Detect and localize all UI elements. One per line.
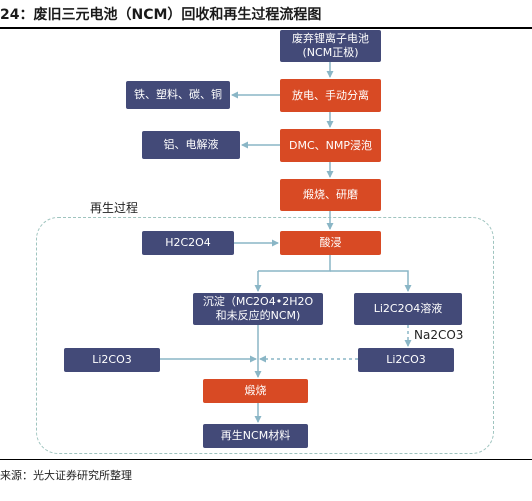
node-dmc-leach: DMC、NMP浸泡 [280,129,381,162]
node-iron-plastic: 铁、塑料、碳、铜 [126,81,230,109]
node-regenerated-ncm: 再生NCM材料 [203,424,308,448]
regeneration-label: 再生过程 [90,201,139,215]
node-aluminum: 铝、电解液 [142,131,240,159]
regeneration-region [36,217,494,454]
node-li2co3-right: Li2CO3 [358,348,454,372]
node-waste-battery-line2: (NCM正极) [302,46,359,59]
node-waste-battery: 废弃锂离子电池 (NCM正极) [280,30,381,62]
node-precipitate-line2: 和未反应的NCM) [215,309,301,322]
node-waste-battery-line1: 废弃锂离子电池 [292,32,369,45]
node-h2c2o4: H2C2O4 [142,231,234,255]
node-acid-leach: 酸浸 [280,231,381,255]
figure-title: 24：废旧三元电池（NCM）回收和再生过程流程图 [0,7,322,23]
arrow-acid-leach-branch [258,255,331,272]
source-rule [0,459,532,460]
source-note: 来源：光大证券研究所整理 [0,469,132,482]
node-calcine-grind: 煅烧、研磨 [280,179,381,211]
arrow-to-li2c2o4 [330,270,412,292]
node-discharge: 放电、手动分离 [280,79,381,112]
label-na2co3: Na2CO3 [414,328,464,342]
title-rule [0,27,532,29]
node-calcine: 煅烧 [203,379,308,403]
node-precipitate-line1: 沉淀（MC2O4•2H2O [202,295,314,308]
node-li2co3-left: Li2CO3 [64,348,160,372]
node-precipitate: 沉淀（MC2O4•2H2O 和未反应的NCM) [193,293,323,325]
node-li2c2o4-solution: Li2C2O4溶液 [354,293,462,325]
